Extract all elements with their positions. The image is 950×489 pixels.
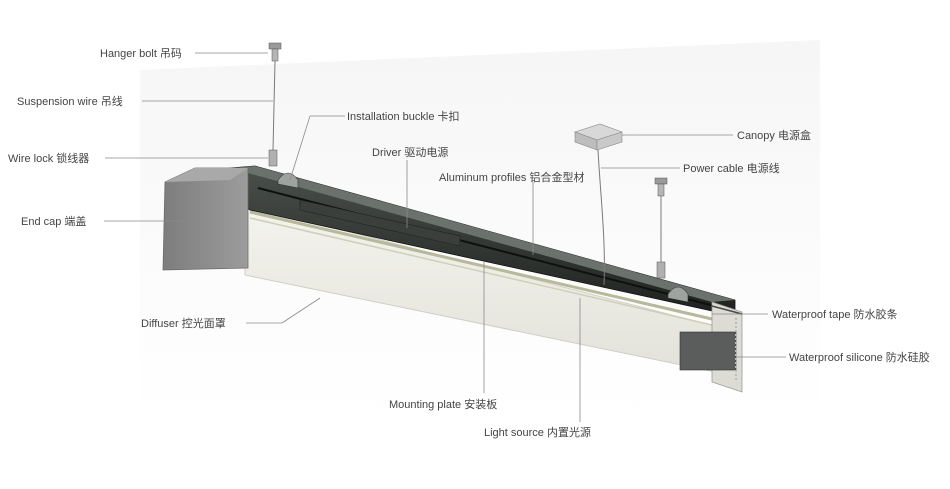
label-canopy: Canopy 电源盒	[737, 128, 811, 142]
label-installation-buckle: Installation buckle 卡扣	[347, 109, 460, 123]
label-diffuser: Diffuser 控光面罩	[141, 316, 226, 330]
waterproof-tape-edge	[711, 305, 743, 315]
label-light-source: Light source 内置光源	[484, 425, 591, 439]
aluminum-profile-top-face	[230, 166, 735, 302]
power-cable	[597, 149, 605, 286]
right-end-block	[679, 331, 737, 371]
label-aluminum-profiles: Aluminum profiles 铝合金型材	[439, 170, 584, 184]
label-hanger-bolt: Hanger bolt 吊码	[100, 47, 182, 60]
label-power-cable: Power cable 电源线	[683, 161, 780, 175]
diffuser-leader-d	[281, 297, 321, 324]
wire-lock-left	[268, 149, 278, 167]
wire-lock-right	[656, 261, 666, 279]
end-cap	[162, 167, 249, 271]
hanger-bolt-left	[268, 42, 282, 62]
end-cap-top	[165, 168, 248, 182]
canopy	[574, 123, 623, 151]
installation-buckle-leader-d	[289, 115, 311, 181]
label-waterproof-tape: Waterproof tape 防水胶条	[772, 307, 898, 321]
label-mounting-plate: Mounting plate 安装板	[389, 397, 497, 411]
label-waterproof-silicone: Waterproof silicone 防水硅胶	[789, 350, 930, 364]
label-end-cap: End cap 端盖	[21, 214, 86, 228]
suspension-wire-left	[272, 60, 276, 151]
light-source-strip	[249, 210, 726, 324]
installation-buckle-right	[667, 286, 689, 303]
label-suspension-wire: Suspension wire 吊线	[17, 94, 123, 108]
label-wire-lock: Wire lock 锁线器	[8, 151, 89, 165]
label-driver: Driver 驱动电源	[372, 145, 448, 159]
mounting-plate-edge	[249, 217, 726, 329]
